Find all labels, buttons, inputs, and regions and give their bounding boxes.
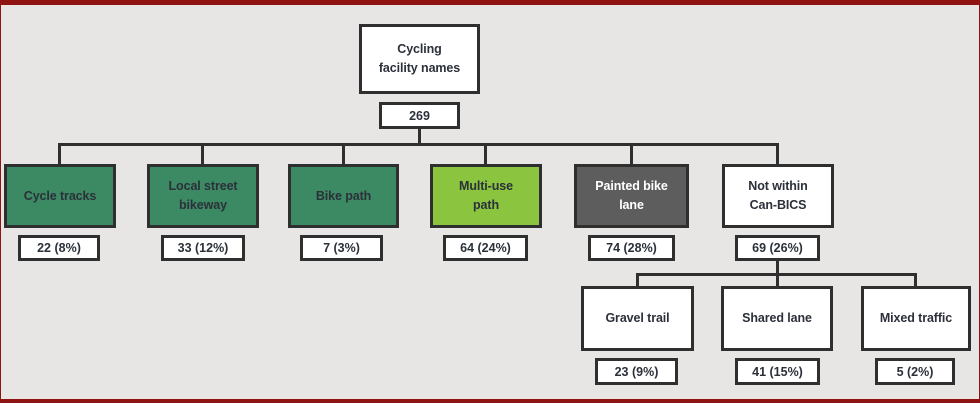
connector-canbics-drop <box>776 261 779 276</box>
count-not-within-canbics: 69 (26%) <box>735 235 820 261</box>
connector-stub-bike-path <box>342 143 345 164</box>
node-bike-path: Bike path <box>288 164 399 228</box>
connector-root-drop <box>418 129 421 146</box>
node-cycle-tracks: Cycle tracks <box>4 164 116 228</box>
connector-stub-gravel-trail <box>636 273 639 286</box>
count-local-street-bikeway: 33 (12%) <box>161 235 245 261</box>
frame-rule-top <box>0 0 980 5</box>
connector-stub-local-street-bikeway <box>201 143 204 164</box>
node-root-cycling-facility-names: Cycling facility names <box>359 24 480 94</box>
node-painted-bike-lane: Painted bike lane <box>574 164 689 228</box>
count-shared-lane: 41 (15%) <box>735 358 820 385</box>
count-bike-path: 7 (3%) <box>300 235 383 261</box>
frame-rule-bottom <box>0 399 980 403</box>
count-cycle-tracks: 22 (8%) <box>18 235 100 261</box>
frame-rule-left <box>0 0 1 403</box>
connector-stub-not-within-canbics <box>776 143 779 164</box>
node-shared-lane: Shared lane <box>721 286 833 351</box>
connector-stub-multi-use-path <box>484 143 487 164</box>
node-multi-use-path: Multi-use path <box>430 164 542 228</box>
count-multi-use-path: 64 (24%) <box>443 235 528 261</box>
node-mixed-traffic: Mixed traffic <box>861 286 971 351</box>
node-not-within-canbics: Not within Can-BICS <box>722 164 834 228</box>
count-painted-bike-lane: 74 (28%) <box>588 235 675 261</box>
connector-stub-shared-lane <box>776 273 779 286</box>
connector-stub-cycle-tracks <box>58 143 61 164</box>
count-gravel-trail: 23 (9%) <box>595 358 678 385</box>
node-local-street-bikeway: Local street bikeway <box>147 164 259 228</box>
count-root-total: 269 <box>379 102 460 129</box>
connector-stub-painted-bike-lane <box>630 143 633 164</box>
connector-level1-horizontal <box>58 143 779 146</box>
node-gravel-trail: Gravel trail <box>581 286 694 351</box>
count-mixed-traffic: 5 (2%) <box>875 358 955 385</box>
connector-stub-mixed-traffic <box>914 273 917 286</box>
